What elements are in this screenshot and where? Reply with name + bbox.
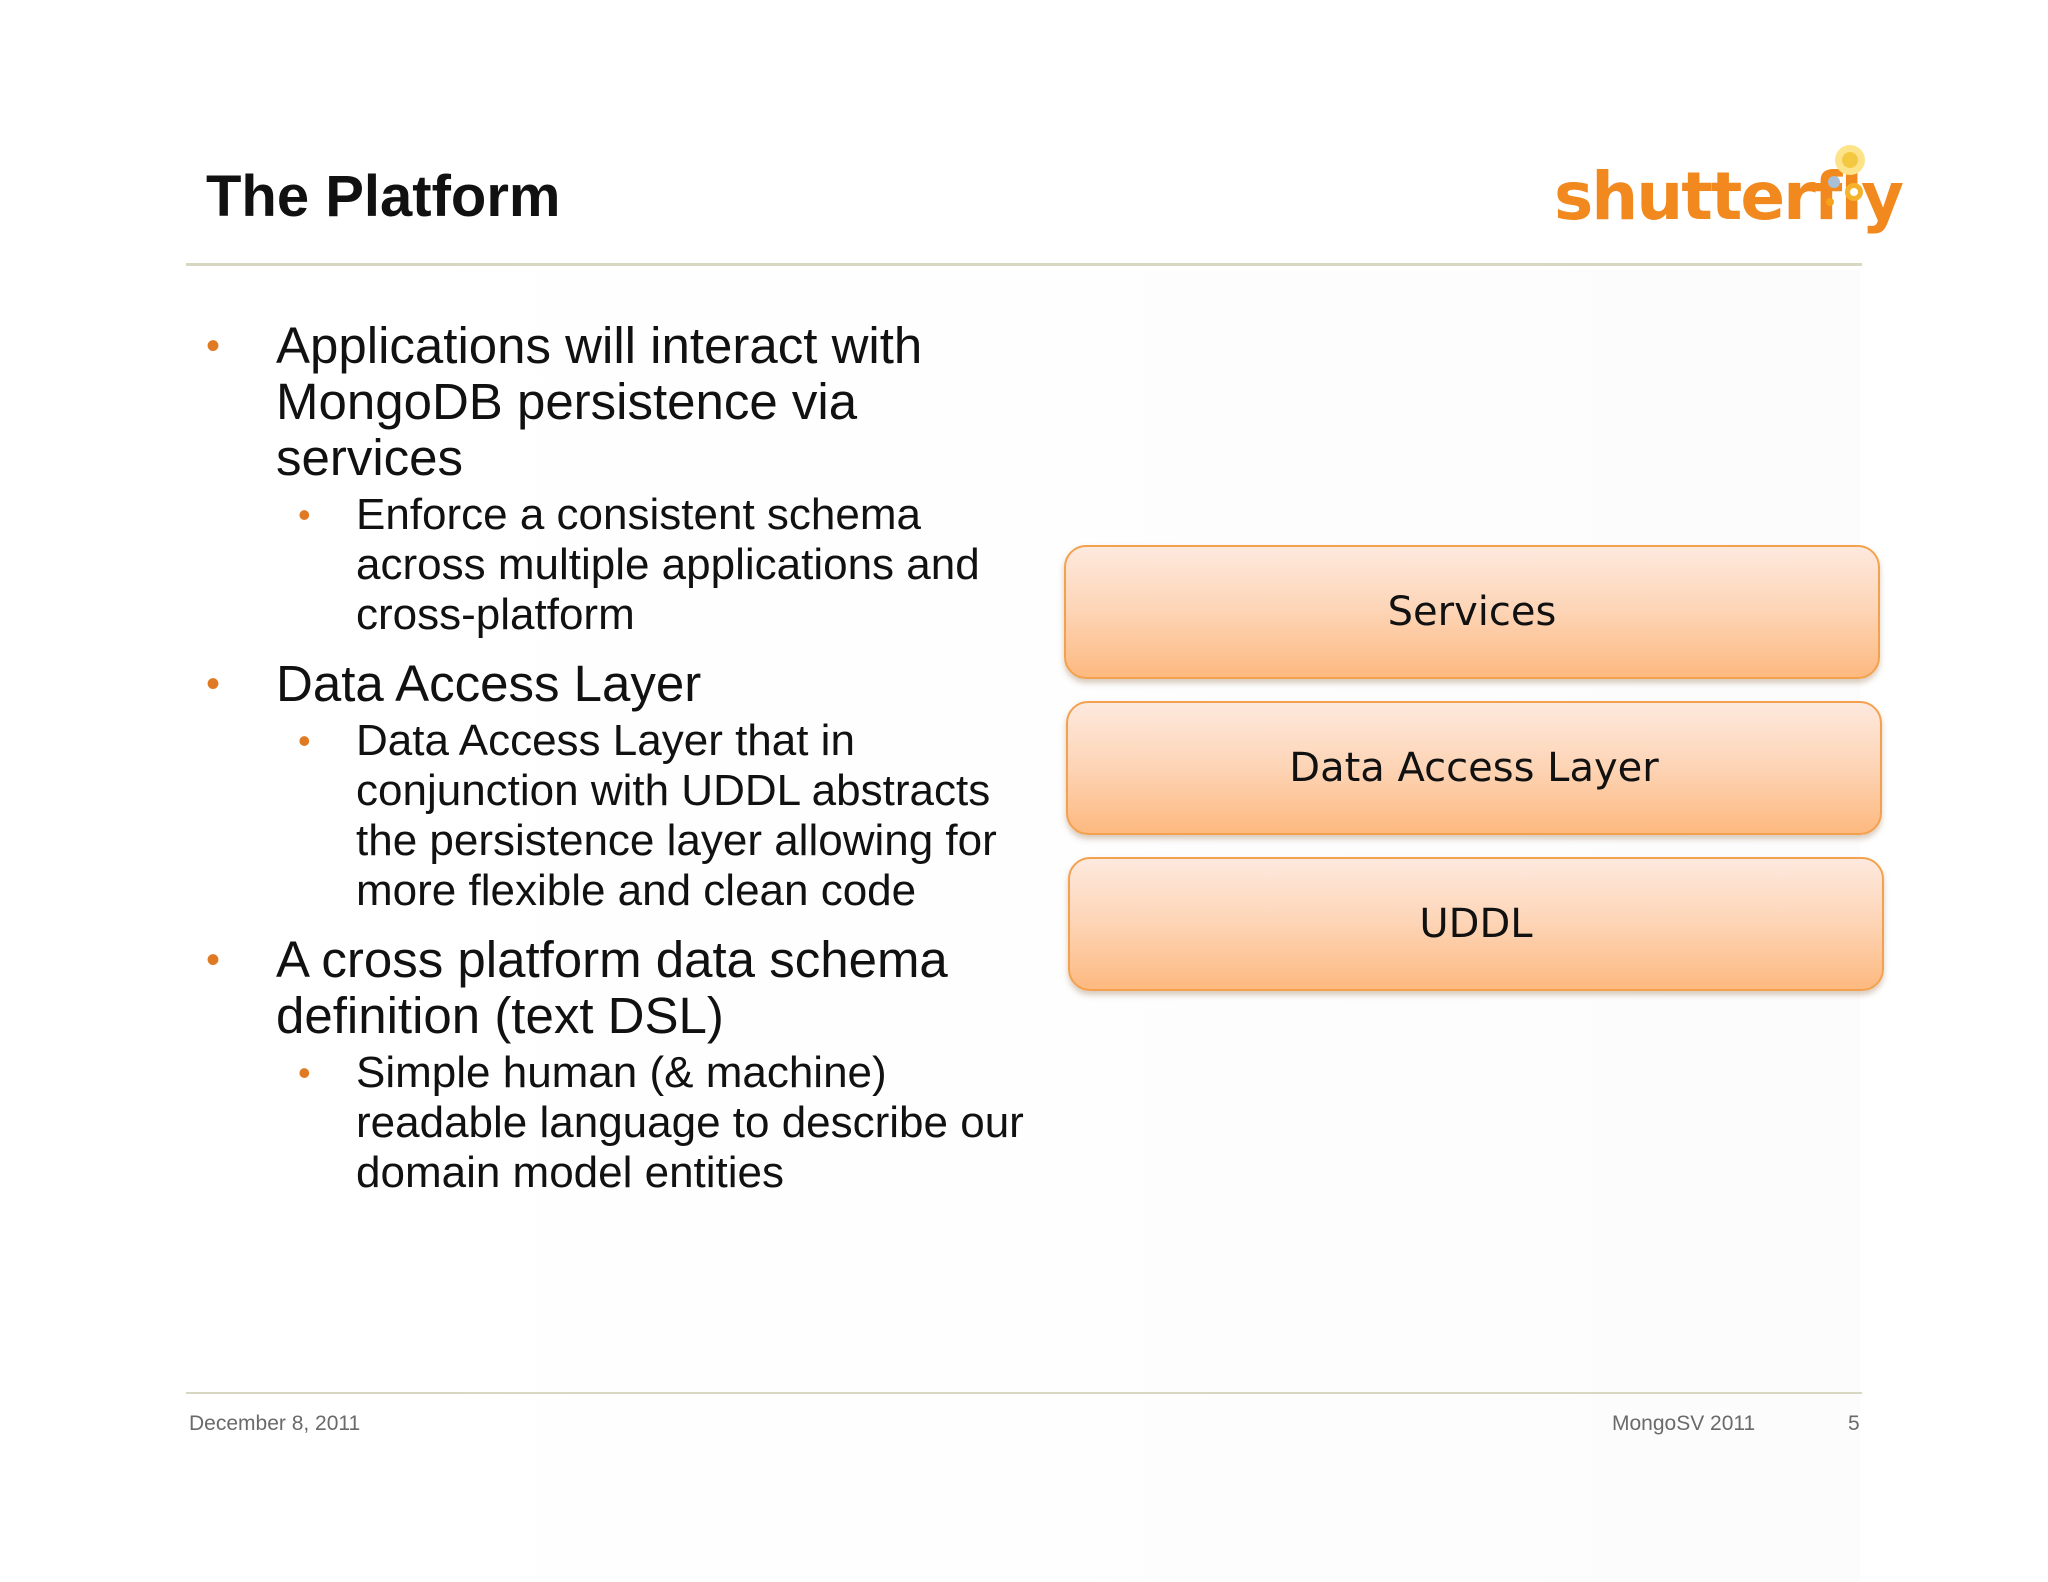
bullet-dot-icon: • <box>206 938 221 982</box>
stack-box-label: UDDL <box>1419 901 1533 947</box>
bullet-text: Data Access Layer <box>276 655 702 712</box>
stack-box-label: Services <box>1387 589 1557 635</box>
bullet-item: • Applications will interact with MongoDB… <box>206 318 1026 486</box>
bullet-dot-icon: • <box>298 1052 311 1093</box>
sub-bullet-text: Data Access Layer that in conjunction wi… <box>356 716 997 915</box>
bullet-text: A cross platform data schema definition … <box>276 931 948 1044</box>
bullet-dot-icon: • <box>206 662 221 706</box>
sub-bullet-item: • Simple human (& machine) readable langu… <box>206 1048 1026 1198</box>
slide-title: The Platform <box>206 164 561 229</box>
sub-bullet-item: • Enforce a consistent schema across mult… <box>206 490 1026 640</box>
shutterfly-logo: shutterfly <box>1550 140 1904 250</box>
sub-bullet-item: • Data Access Layer that in conjunction w… <box>206 716 1026 916</box>
bullet-dot-icon: • <box>298 720 311 761</box>
bullet-item: • Data Access Layer <box>206 656 1026 712</box>
sub-bullet-text: Simple human (& machine) readable langua… <box>356 1048 1024 1197</box>
stack-box-label: Data Access Layer <box>1289 745 1659 791</box>
header-divider <box>186 263 1862 266</box>
bullet-list: • Applications will interact with MongoDB… <box>206 318 1026 1206</box>
bullet-text: Applications will interact with MongoDB … <box>276 317 923 486</box>
bullet-dot-icon: • <box>298 494 311 535</box>
logo-wordmark: shutterfly <box>1554 158 1904 235</box>
stack-box-services: Services <box>1064 545 1880 679</box>
stack-box-data-access-layer: Data Access Layer <box>1066 701 1882 835</box>
bullet-dot-icon: • <box>206 324 221 368</box>
stack-box-uddl: UDDL <box>1068 857 1884 991</box>
footer-divider <box>186 1392 1862 1394</box>
footer-event: MongoSV 2011 <box>1612 1412 1756 1435</box>
footer-date: December 8, 2011 <box>189 1412 361 1435</box>
footer-page-number: 5 <box>1848 1412 1860 1435</box>
logo-dots-icon <box>1826 145 1865 206</box>
sub-bullet-text: Enforce a consistent schema across multi… <box>356 490 980 639</box>
bullet-item: • A cross platform data schema definition… <box>206 932 1026 1044</box>
